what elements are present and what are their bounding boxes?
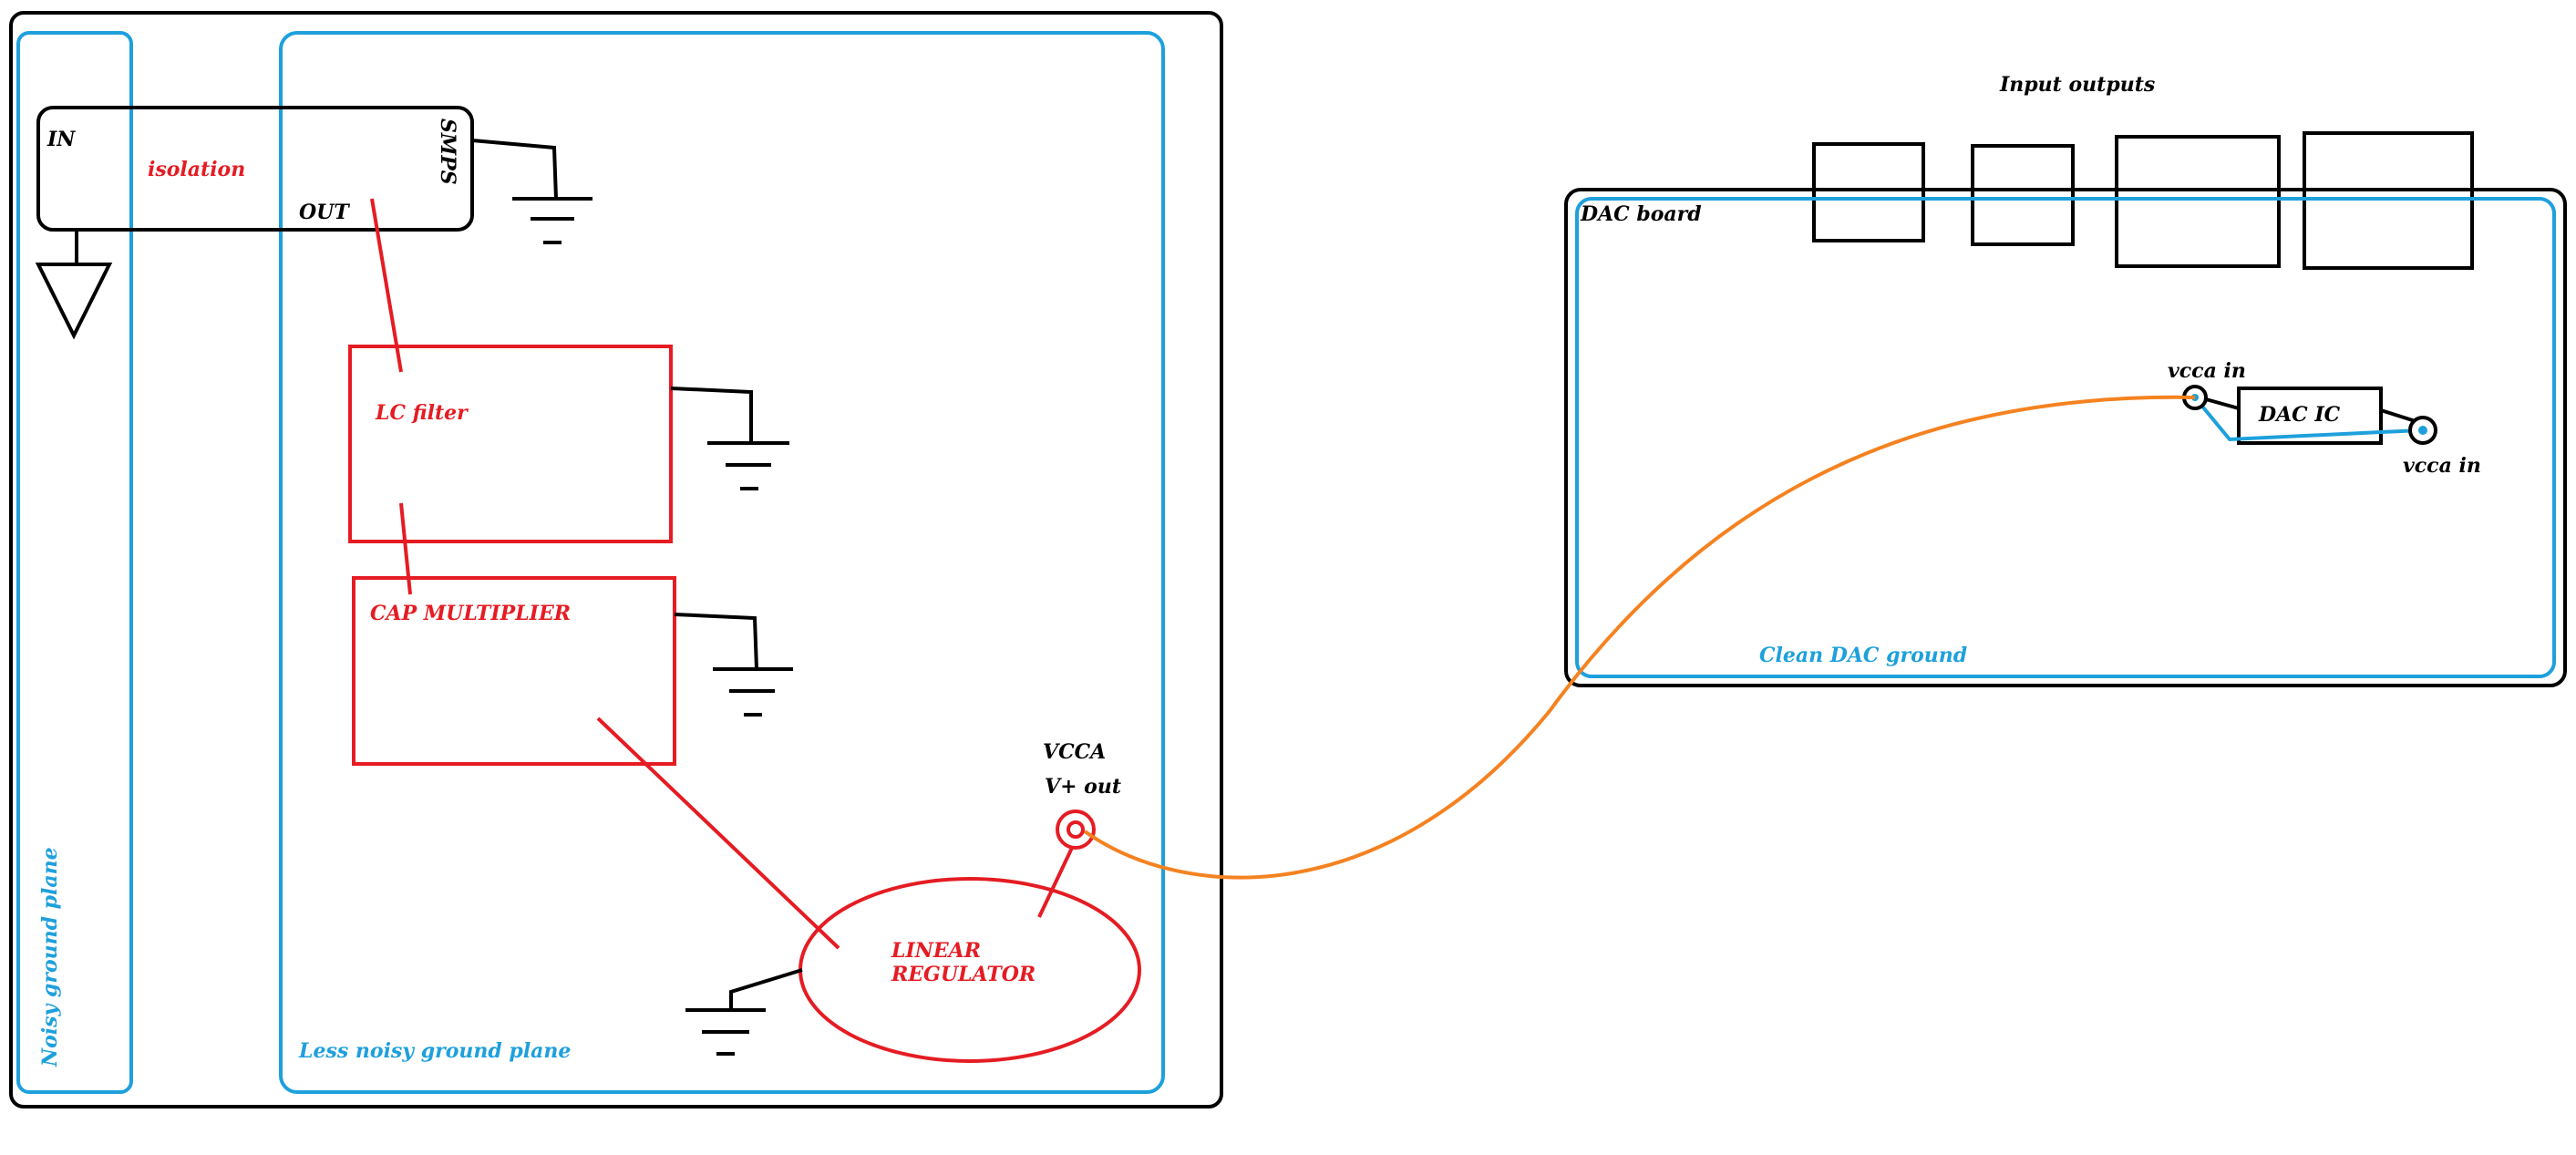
less-noisy-ground-plane [279,31,1165,1094]
noisy-ground-plane [16,31,133,1094]
lc-filter-label: LC filter [375,401,469,425]
smps-to-lc-wire [370,198,403,373]
vcca-output-terminal [1056,810,1096,850]
clean-dac-ground-plane [1575,197,2556,678]
input-outputs-label: Input outputs [1999,73,2155,97]
lc-filter-block [348,345,673,543]
linear-regulator-ground-symbol [685,968,803,1056]
lc-to-cap-wire [399,502,412,595]
smps-block [36,106,474,232]
dac-board-outline [1564,188,2567,687]
dac-ic-block [2237,387,2383,445]
vcca-label: VCCA [1043,740,1106,764]
linear-regulator-label-line1: LINEAR [891,939,981,963]
smps-in-label: IN [46,128,76,151]
less-noisy-ground-plane-label: Less noisy ground plane [298,1039,571,1063]
cap-multiplier-label: CAP MULTIPLIER [370,602,571,625]
vcca-in-right-label: vcca in [2403,454,2481,478]
isolation-label: isolation [148,158,245,181]
regulator-to-output-wire [1037,847,1074,918]
noisy-ground-plane-label: Noisy ground plane [38,847,62,1067]
smps-label: SMPS [436,119,459,185]
vcca-in-right-terminal [2408,416,2437,445]
v-plus-out-label: V+ out [1045,775,1121,799]
dac-board-label: DAC board [1580,202,1702,226]
cap-to-regulator-wire [596,717,840,950]
vcca-in-left-label: vcca in [2168,359,2246,383]
earth-ground-symbol [35,230,113,340]
cap-multiplier-block [352,576,676,766]
cap-multiplier-ground-symbol [674,613,793,717]
linear-regulator-label-line2: REGULATOR [891,963,1036,986]
clean-dac-ground-label: Clean DAC ground [1759,644,1967,667]
io-connector-3 [2115,135,2281,268]
vcca-supply-cable [1083,395,2196,880]
dac-ic-label: DAC IC [2258,403,2341,427]
power-supply-board-outline [9,11,1223,1109]
lc-filter-ground-symbol [670,387,789,490]
io-connector-1 [1812,142,1925,242]
smps-ground-symbol [471,139,592,244]
io-connector-2 [1971,144,2075,246]
dac-ground-trace [2193,396,2422,442]
smps-out-label: OUT [299,201,350,224]
